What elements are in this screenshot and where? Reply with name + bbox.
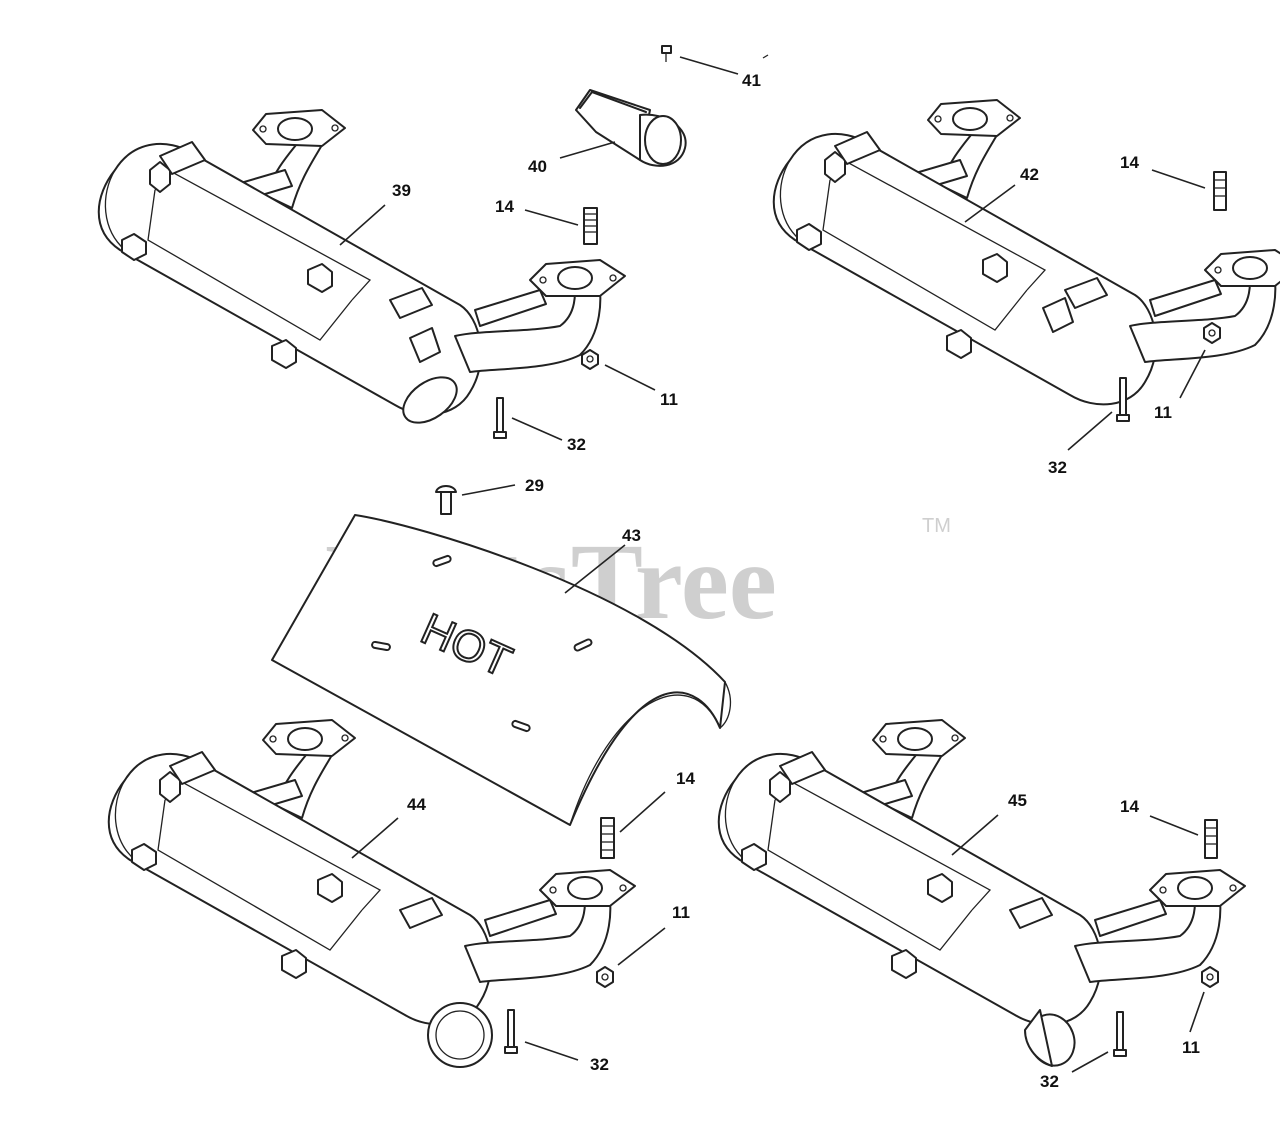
bolt-32-c [504, 1009, 518, 1054]
callout-14-c: 14 [676, 769, 695, 788]
bolt-41 [661, 45, 672, 62]
callout-32-a: 32 [567, 435, 586, 454]
callout-32-b: 32 [1048, 458, 1067, 477]
muffler-44-drawing [107, 719, 636, 1068]
nut-11-b [1203, 322, 1221, 344]
bolt-32-a [493, 397, 507, 439]
nut-11-a [581, 349, 599, 370]
callout-29: 29 [525, 476, 544, 495]
callout-44: 44 [407, 795, 426, 814]
callout-11-c: 11 [672, 903, 690, 922]
callout-14-d: 14 [1120, 797, 1139, 816]
screw-29 [435, 485, 457, 515]
callout-39: 39 [392, 181, 411, 200]
watermark-trademark: TM [922, 515, 951, 537]
muffler-39-drawing [97, 109, 626, 424]
callout-14-a: 14 [495, 197, 514, 216]
bolt-32-b [1116, 377, 1130, 422]
stud-14-c [600, 817, 615, 859]
callout-11-d: 11 [1182, 1038, 1200, 1057]
callout-11-b: 11 [1154, 403, 1172, 422]
stud-14-b [1213, 171, 1227, 211]
muffler-45-drawing [717, 719, 1246, 1067]
stud-14-a [583, 207, 598, 245]
callout-42: 42 [1020, 165, 1039, 184]
callout-43: 43 [622, 526, 641, 545]
nut-11-d [1201, 966, 1219, 988]
heat-shield-43: HOT [271, 514, 732, 826]
callout-45: 45 [1008, 791, 1027, 810]
callout-32-c: 32 [590, 1055, 609, 1074]
callout-41: 41 [742, 71, 761, 90]
callout-32-d: 32 [1040, 1072, 1059, 1091]
nut-11-c [596, 966, 614, 988]
callout-14-b: 14 [1120, 153, 1139, 172]
spark-deflector-40 [575, 89, 687, 167]
stud-14-d [1204, 819, 1218, 859]
muffler-42-drawing [772, 99, 1280, 406]
callout-11-a: 11 [660, 390, 678, 409]
bolt-32-d [1113, 1011, 1127, 1057]
callout-40: 40 [528, 157, 547, 176]
